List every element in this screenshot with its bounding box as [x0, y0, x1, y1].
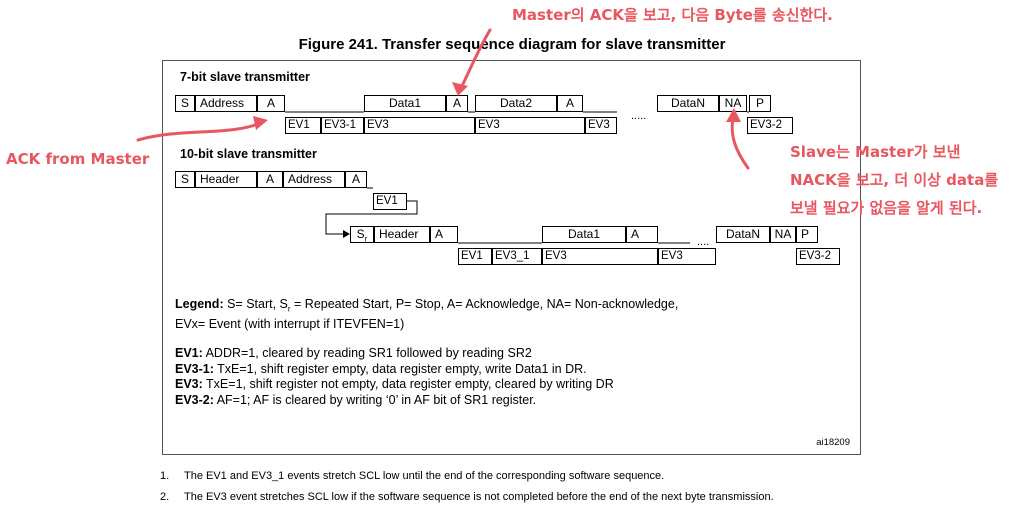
- seq10-event-ev1: EV1: [373, 193, 407, 210]
- event-desc-ev3-2: EV3-2: AF=1; AF is cleared by writing ‘0…: [175, 392, 537, 407]
- seq7-frame-ack: A: [446, 95, 468, 112]
- seq7-event-ev3-2: EV3-2: [747, 117, 793, 134]
- annotation-right-line-1: Slave는 Master가 보낸: [790, 143, 961, 161]
- seq7-frame-data2: Data2: [475, 95, 557, 112]
- annotation-right-line-3: 보낼 필요가 없음을 알게 된다.: [790, 199, 983, 217]
- annotation-arrowhead-icon: [452, 82, 468, 96]
- seq7-ellipsis: .....: [631, 110, 647, 122]
- event-descriptions: EV1: ADDR=1, cleared by reading SR1 foll…: [175, 346, 855, 408]
- seq7-event-ev3-1: EV3-1: [321, 117, 364, 134]
- seq10-frame-start: S: [175, 171, 195, 188]
- event-desc-ev3-1: EV3-1: TxE=1, shift register empty, data…: [175, 361, 587, 376]
- seq10-ellipsis: ....: [697, 236, 710, 248]
- annotation-arrow-right: [730, 116, 750, 170]
- seq10-frame-datan: DataN: [716, 226, 770, 243]
- annotation-right-line-2: NACK을 보고, 더 이상 data를: [790, 171, 999, 189]
- annotation-top: Master의 ACK을 보고, 다음 Byte를 송신한다.: [512, 6, 833, 24]
- footnote-1: 1.The EV1 and EV3_1 events stretch SCL l…: [160, 470, 665, 482]
- seq10-frame-ack: A: [257, 171, 283, 188]
- seq7-event-ev3: EV3: [475, 117, 585, 134]
- seq7-frame-ack: A: [557, 95, 583, 112]
- annotation-arrowhead-icon: [726, 108, 741, 122]
- seq7-frame-stop: P: [749, 95, 771, 112]
- seq10-frame-data1: Data1: [542, 226, 626, 243]
- seq7-frame-datan: DataN: [657, 95, 719, 112]
- footnote-2: 2.The EV3 event stretches SCL low if the…: [160, 491, 774, 503]
- annotation-arrowhead-icon: [253, 116, 268, 130]
- event-desc-ev1: EV1: ADDR=1, cleared by reading SR1 foll…: [175, 346, 532, 360]
- annotation-arrow-left: [136, 122, 260, 142]
- seq7-frame-address: Address: [195, 95, 257, 112]
- seq10-frame-header: Header: [374, 226, 430, 243]
- connector-arrow-icon: [343, 230, 350, 238]
- seq7-frame-start: S: [175, 95, 195, 112]
- seq10-event-ev3: EV3: [658, 248, 716, 265]
- legend: Legend: S= Start, Sr = Repeated Start, P…: [175, 297, 855, 331]
- figure-code: ai18209: [816, 437, 850, 448]
- annotation-left: ACK from Master: [6, 150, 150, 168]
- seq10-event-ev3: EV3: [542, 248, 658, 265]
- seq10-frame-ack: A: [430, 226, 458, 243]
- seq10-label: 10-bit slave transmitter: [180, 147, 317, 161]
- seq10-connector: [325, 200, 418, 235]
- seq10-event-ev3-2: EV3-2: [796, 248, 840, 265]
- seq10-frame-header: Header: [195, 171, 257, 188]
- annotation-arrow-top: [459, 28, 492, 90]
- legend-label: Legend:: [175, 297, 224, 311]
- seq10-frame-repeated-start: Sr: [350, 226, 374, 243]
- seq10-frame-nack: NA: [770, 226, 796, 243]
- seq10-frame-ack: A: [626, 226, 658, 243]
- legend-line-2: EVx= Event (with interrupt if ITEVFEN=1): [175, 316, 405, 331]
- figure-title: Figure 241. Transfer sequence diagram fo…: [298, 36, 726, 53]
- seq10-event-ev3_1: EV3_1: [492, 248, 542, 265]
- seq7-label: 7-bit slave transmitter: [180, 70, 310, 84]
- seq10-frame-stop: P: [796, 226, 818, 243]
- legend-line-1: Legend: S= Start, Sr = Repeated Start, P…: [175, 297, 679, 314]
- seq7-frame-data1: Data1: [364, 95, 446, 112]
- seq10-frame-ack: A: [345, 171, 367, 188]
- seq10-frame-address: Address: [283, 171, 345, 188]
- seq10-event-ev1: EV1: [458, 248, 492, 265]
- seq7-event-ev3: EV3: [585, 117, 617, 134]
- seq7-event-ev1: EV1: [285, 117, 321, 134]
- diagram-frame: ai18209: [162, 60, 861, 455]
- seq7-event-ev3: EV3: [364, 117, 475, 134]
- seq7-frame-ack: A: [257, 95, 285, 112]
- event-desc-ev3: EV3: TxE=1, shift register not empty, da…: [175, 377, 614, 391]
